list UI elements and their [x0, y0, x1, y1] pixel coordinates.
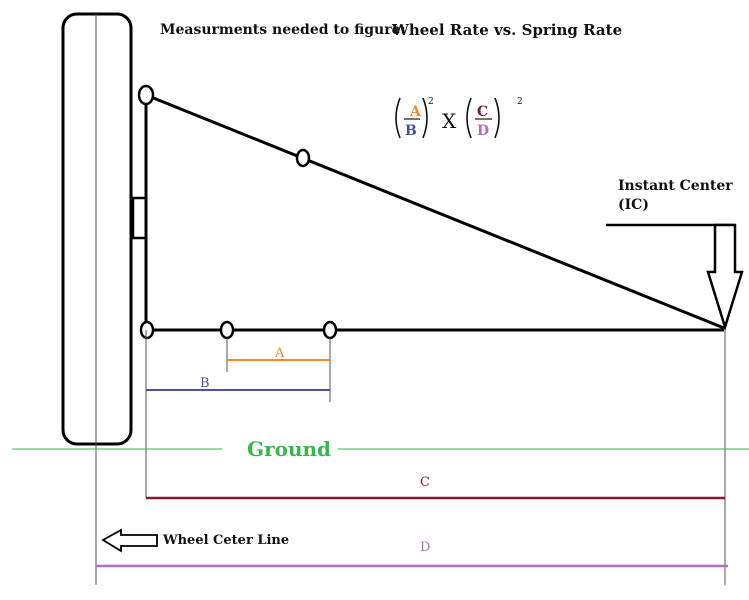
instant-center-abbrev: (IC) [618, 197, 649, 213]
ground-label: Ground [247, 437, 331, 461]
formula-bracket-right-1 [422, 97, 428, 139]
formula-operator: X [442, 109, 457, 133]
formula-d: D [477, 123, 489, 139]
wheel-center-label: Wheel Ceter Line [162, 533, 289, 548]
title-left: Measurments needed to figure: [160, 22, 406, 38]
upper-ball-joint [137, 84, 155, 106]
formula-exponent-2: 2 [517, 97, 523, 107]
tire [61, 12, 133, 446]
formula-bracket-left-2 [466, 97, 472, 139]
wheel-hub [131, 196, 148, 240]
upper-arm-pivot [295, 148, 311, 168]
formula-bracket-right-2 [494, 97, 500, 139]
upper-control-arm [145, 93, 725, 330]
lower-arm-pivot [322, 320, 338, 340]
wheel-center-arrow-icon [101, 528, 158, 553]
instant-center-label: Instant Center [618, 178, 733, 194]
dimension-d-label: D [420, 540, 430, 555]
formula-c: C [477, 104, 488, 120]
formula-bracket-left-1 [395, 97, 401, 139]
formula-b: B [405, 123, 417, 139]
title-right: Wheel Rate vs. Spring Rate [391, 21, 622, 39]
formula-a: A [409, 104, 422, 120]
dimension-c-label: C [420, 475, 430, 490]
spring-mount-joint [219, 320, 235, 340]
dimension-a-label: A [274, 346, 285, 361]
instant-center-arrow [606, 223, 744, 332]
formula-exponent-1: 2 [428, 97, 434, 107]
dimension-b-label: B [200, 376, 210, 391]
lower-ball-joint [139, 320, 155, 340]
wheel-rate-formula: A B 2 X C D 2 [395, 97, 523, 139]
